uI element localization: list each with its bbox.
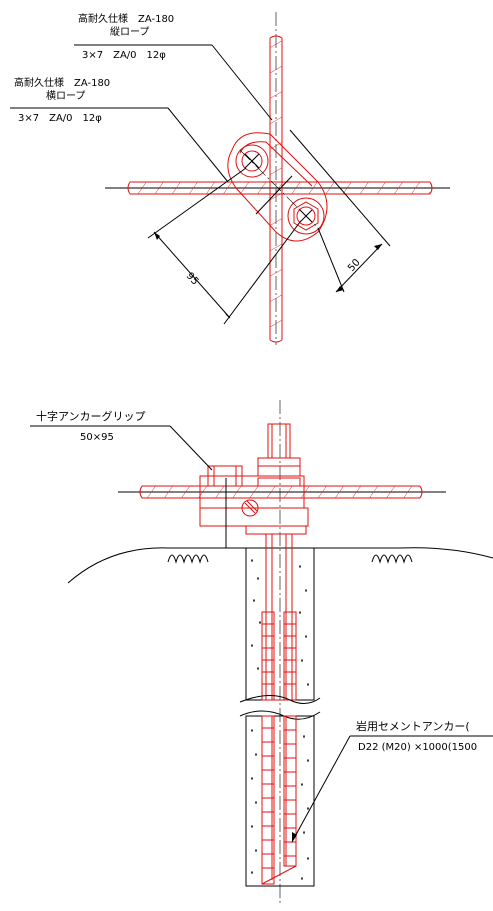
callout-anchor: 岩用セメントアンカー( D22 (M20) ×1000(1500 [291,719,493,843]
dim-95-label: 95 [184,271,201,288]
callout-vertical-line2: 縦ロープ [110,25,149,38]
side-view: 十字アンカーグリップ 50×95 [30,400,493,905]
callout-horizontal-line3: 3×7 ZA/0 12φ [18,113,102,124]
anchor-label-line1: 岩用セメントアンカー( [356,719,470,733]
dim-50-label: 50 [346,257,363,274]
dimension-95: 95 [147,167,301,325]
callout-horizontal-rope: 高耐久仕様 ZA-180 横ロープ 3×7 ZA/0 12φ [10,76,229,183]
grip-body [199,465,309,548]
ground-line-left [67,547,246,584]
callout-vertical-line3: 3×7 ZA/0 12φ [82,50,166,61]
callout-grip: 十字アンカーグリップ 50×95 [30,409,213,471]
cross-grip-plate [227,132,328,242]
top-view: 95 50 高耐久仕様 ZA-180 縦ロープ 3×7 ZA/0 12φ 高耐久… [10,12,450,345]
bolt-upper [235,144,269,178]
callout-horizontal-line2: 横ロープ [46,89,85,102]
callout-vertical-line1: 高耐久仕様 ZA-180 [78,12,174,25]
dimension-50: 50 [289,129,391,293]
ground-line-right [314,547,493,559]
side-horizontal-rope [118,485,446,499]
grass-symbol-right [371,554,413,564]
callout-vertical-rope: 高耐久仕様 ZA-180 縦ロープ 3×7 ZA/0 12φ [74,12,273,121]
concrete-hole-upper [239,533,321,704]
grass-symbol-left [167,554,209,564]
grip-label-line2: 50×95 [80,432,114,443]
callout-horizontal-line1: 高耐久仕様 ZA-180 [14,76,110,89]
anchor-bolt-head [257,423,301,487]
anchor-label-line2: D22 (M20) ×1000(1500 [358,742,477,753]
grip-label-line1: 十字アンカーグリップ [36,409,146,423]
